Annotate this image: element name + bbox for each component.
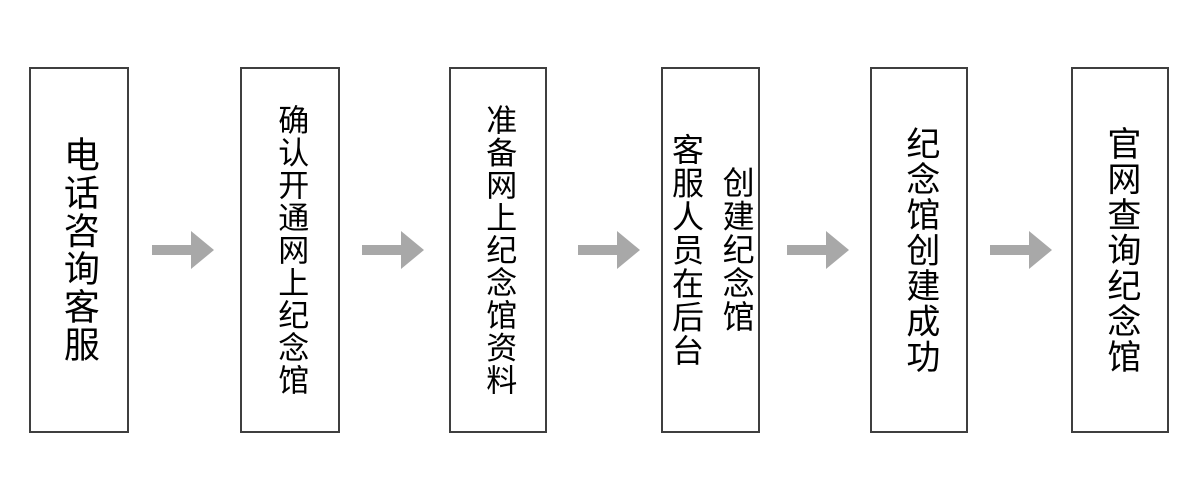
flow-step-label: 官网查询纪念馆 <box>1101 125 1140 375</box>
flow-step-query-official-site: 官网查询纪念馆 <box>1071 67 1169 433</box>
flow-step-label: 纪念馆创建成功 <box>900 125 939 375</box>
right-arrow-icon <box>362 231 424 269</box>
flow-step-label-line-1: 客服人员在后台 <box>668 132 704 368</box>
flow-step-label: 准备网上纪念馆资料 <box>481 103 517 397</box>
flow-step-backend-create: 客服人员在后台 创建纪念馆 <box>661 67 760 433</box>
right-arrow-icon <box>990 231 1052 269</box>
flow-step-phone-consult: 电话咨询客服 <box>29 67 129 433</box>
right-arrow-icon <box>578 231 640 269</box>
flow-step-label: 电话咨询客服 <box>58 136 100 364</box>
flow-step-confirm-open: 确认开通网上纪念馆 <box>240 67 340 433</box>
flow-step-label: 确认开通网上纪念馆 <box>273 103 309 397</box>
right-arrow-icon <box>152 231 214 269</box>
flow-step-prepare-materials: 准备网上纪念馆资料 <box>449 67 547 433</box>
flow-step-label-line-2: 创建纪念馆 <box>718 166 755 334</box>
right-arrow-icon <box>787 231 849 269</box>
flow-step-create-success: 纪念馆创建成功 <box>870 67 968 433</box>
